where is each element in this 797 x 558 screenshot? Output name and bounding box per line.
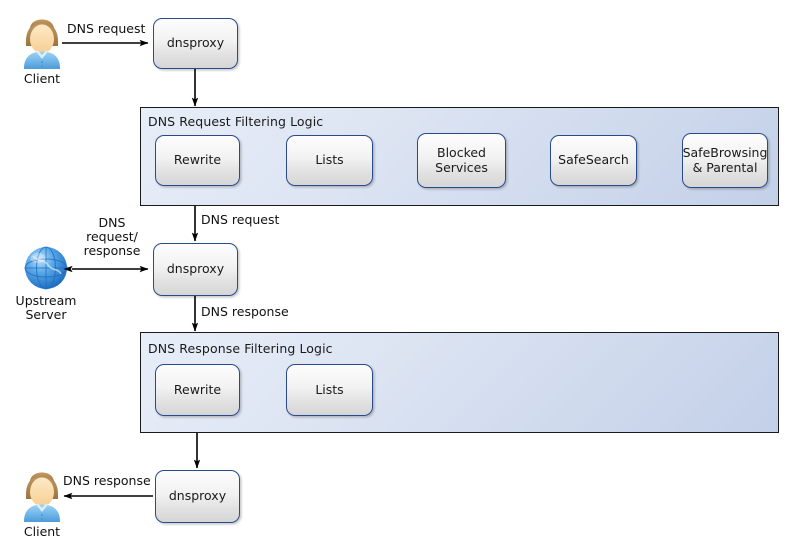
stage-req-lists-label: Lists xyxy=(315,152,344,168)
stage-req-safesearch-label: SafeSearch xyxy=(558,152,629,168)
node-dnsproxy-top-label: dnsproxy xyxy=(166,35,225,51)
edge-label-dnsproxy-middle-to-response-filtering: DNS response xyxy=(201,304,289,319)
user-avatar-icon xyxy=(24,19,60,69)
edge-label-upstream-exchange-line1: DNS xyxy=(98,215,126,230)
stage-req-safebrowsing[interactable]: SafeBrowsing & Parental xyxy=(682,133,768,188)
edge-label-dnsproxy-bottom-to-client: DNS response xyxy=(63,473,151,488)
edge-label-upstream-exchange: DNS request/ response xyxy=(74,216,150,258)
actor-upstream-caption: Upstream Server xyxy=(6,294,86,322)
actor-client-top-caption: Client xyxy=(23,71,61,86)
group-response-filtering-title: DNS Response Filtering Logic xyxy=(148,341,333,356)
group-request-filtering-title: DNS Request Filtering Logic xyxy=(148,114,324,129)
edge-label-upstream-exchange-line3: response xyxy=(83,243,141,258)
edge-label-client-to-dnsproxy-top: DNS request xyxy=(67,21,146,36)
node-dnsproxy-bottom-label: dnsproxy xyxy=(168,488,227,504)
globe-icon xyxy=(24,246,68,290)
stage-res-rewrite-label: Rewrite xyxy=(173,381,222,397)
node-dnsproxy-middle[interactable]: dnsproxy xyxy=(153,243,238,296)
user-avatar-icon xyxy=(24,472,60,522)
actor-upstream-caption-line2: Server xyxy=(25,307,67,322)
node-dnsproxy-middle-label: dnsproxy xyxy=(166,261,225,277)
stage-req-safebrowsing-label-line1: SafeBrowsing xyxy=(682,144,768,160)
stage-res-rewrite[interactable]: Rewrite xyxy=(155,364,240,416)
edge-label-upstream-exchange-line2: request/ xyxy=(86,229,138,244)
stage-req-rewrite-label: Rewrite xyxy=(173,152,222,168)
node-dnsproxy-top[interactable]: dnsproxy xyxy=(153,18,238,69)
stage-req-blocked-services-label-line1: Blocked xyxy=(437,144,486,160)
stage-req-lists[interactable]: Lists xyxy=(286,135,373,186)
actor-client-bottom-caption: Client xyxy=(23,524,61,539)
stage-req-safesearch[interactable]: SafeSearch xyxy=(550,135,637,186)
actor-upstream-caption-line1: Upstream xyxy=(15,293,77,308)
stage-req-safebrowsing-label-line2: & Parental xyxy=(692,159,758,175)
group-response-filtering xyxy=(140,332,779,433)
stage-req-blocked-services-label-line2: Services xyxy=(435,159,488,175)
stage-req-rewrite[interactable]: Rewrite xyxy=(155,135,240,186)
node-dnsproxy-bottom[interactable]: dnsproxy xyxy=(155,470,240,523)
edge-label-request-filtering-to-dnsproxy-middle: DNS request xyxy=(201,212,280,227)
stage-res-lists-label: Lists xyxy=(315,381,344,397)
stage-req-blocked-services[interactable]: Blocked Services xyxy=(417,133,506,188)
stage-res-lists[interactable]: Lists xyxy=(286,364,373,416)
